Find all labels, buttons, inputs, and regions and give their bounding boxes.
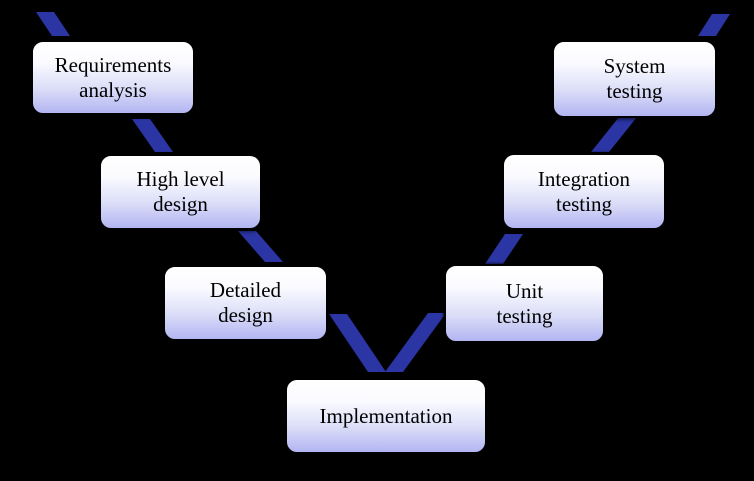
arrow-requirements-to-high-level-design	[132, 119, 173, 152]
arrow-integration-to-system-testing	[591, 117, 637, 152]
arrow-high-level-to-detailed-design	[238, 231, 283, 262]
node-high-level-design: High level design	[99, 154, 262, 230]
node-label: Implementation	[319, 403, 453, 428]
node-integration-testing: Integration testing	[502, 153, 666, 230]
arrow-implementation-to-unit-testing	[385, 313, 446, 372]
node-detailed-design: Detailed design	[163, 265, 328, 341]
node-requirements-analysis: Requirements analysis	[31, 40, 195, 115]
node-unit-testing: Unit testing	[444, 264, 605, 343]
arrow-unit-to-integration-testing	[485, 234, 523, 264]
node-system-testing: System testing	[552, 40, 717, 118]
node-label: Detailed design	[209, 278, 282, 327]
node-label: Integration testing	[537, 166, 631, 216]
node-label: Requirements analysis	[54, 52, 172, 102]
arrow-out-of-system-testing	[698, 14, 730, 36]
arrow-into-requirements	[36, 12, 70, 36]
node-label: Unit testing	[496, 278, 553, 328]
node-label: System testing	[603, 54, 666, 103]
arrow-detailed-design-to-implementation	[329, 314, 386, 372]
node-label: High level design	[136, 167, 225, 216]
node-implementation: Implementation	[285, 378, 487, 454]
